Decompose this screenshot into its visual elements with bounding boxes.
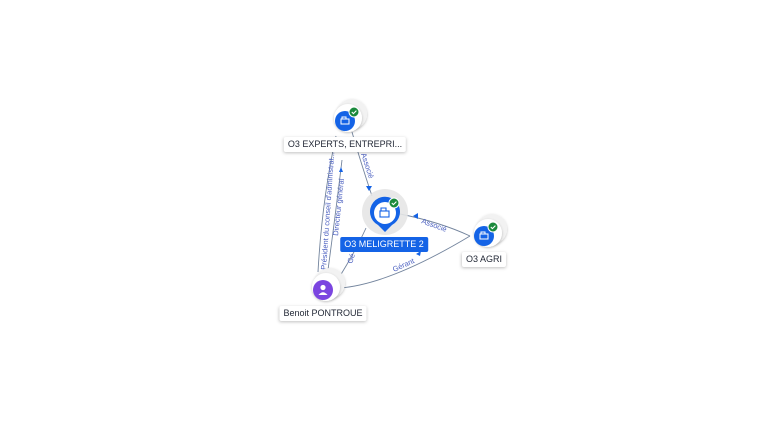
edge-benoit-meligrette-ge[interactable] xyxy=(339,227,367,277)
company-icon xyxy=(379,207,390,218)
arrow-head xyxy=(413,213,418,219)
node-label-o3-agri[interactable]: O3 AGRI xyxy=(461,252,507,267)
verified-badge-icon xyxy=(348,106,360,118)
edge-label-agri-associe: Associé xyxy=(420,216,448,233)
company-icon xyxy=(479,231,489,240)
check-icon xyxy=(351,110,357,115)
edge-benoit-meligrette-gerant[interactable] xyxy=(339,235,471,289)
check-icon xyxy=(490,225,496,230)
verified-badge-icon xyxy=(388,197,400,209)
node-label-o3-meligrette[interactable]: O3 MELIGRETTE 2 xyxy=(340,237,428,252)
edge-label-experts-associe: Associé xyxy=(359,152,376,180)
check-icon xyxy=(391,201,397,206)
node-o3-meligrette[interactable] xyxy=(362,189,408,235)
node-benoit-pontroue[interactable] xyxy=(312,268,345,301)
node-o3-agri[interactable] xyxy=(474,214,507,247)
company-node-circle xyxy=(335,111,355,131)
arrow-head xyxy=(416,251,421,256)
node-o3-experts[interactable] xyxy=(334,99,367,132)
edge-label-ge: Gé xyxy=(345,252,357,264)
edge-label-gerant: Gérant xyxy=(391,256,416,274)
verified-badge-icon xyxy=(487,221,499,233)
arrow-head xyxy=(366,186,372,191)
company-node-circle xyxy=(474,226,494,246)
node-label-benoit-pontroue[interactable]: Benoit PONTROUE xyxy=(279,306,367,321)
company-icon xyxy=(340,116,350,125)
person-icon xyxy=(318,284,328,295)
arrow-head xyxy=(339,167,343,172)
node-label-o3-experts[interactable]: O3 EXPERTS, ENTREPRI... xyxy=(283,137,407,152)
